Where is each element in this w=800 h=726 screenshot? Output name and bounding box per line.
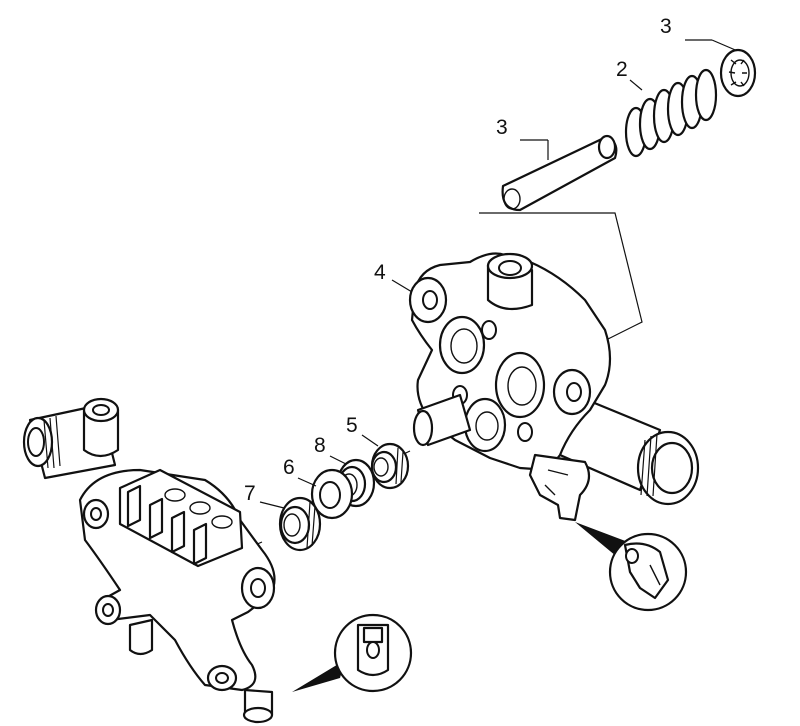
callout-7: 7 <box>244 482 256 505</box>
part-5-seal <box>370 442 410 490</box>
callout-leader-ticks <box>259 79 643 509</box>
callout-6: 6 <box>283 456 295 479</box>
manifold-housing <box>22 397 276 724</box>
callout-2: 2 <box>616 58 628 81</box>
part-6-washer <box>310 468 354 520</box>
part-2-spring <box>624 68 718 158</box>
callout-5: 5 <box>346 414 358 437</box>
part-4-pump-head <box>408 252 700 522</box>
callout-3-mid: 3 <box>496 116 508 139</box>
callout-4: 4 <box>374 261 386 284</box>
part-3-lock-washer <box>719 48 757 98</box>
callout-3-top: 3 <box>660 15 672 38</box>
detail-inset-fitting <box>292 613 413 693</box>
detail-inset-bracket <box>575 522 688 612</box>
callout-labels: 3 2 3 4 5 8 6 7 <box>244 15 672 505</box>
part-7-seal <box>278 496 322 552</box>
part-3-piston-pin <box>501 134 618 212</box>
callout-8: 8 <box>314 434 326 457</box>
